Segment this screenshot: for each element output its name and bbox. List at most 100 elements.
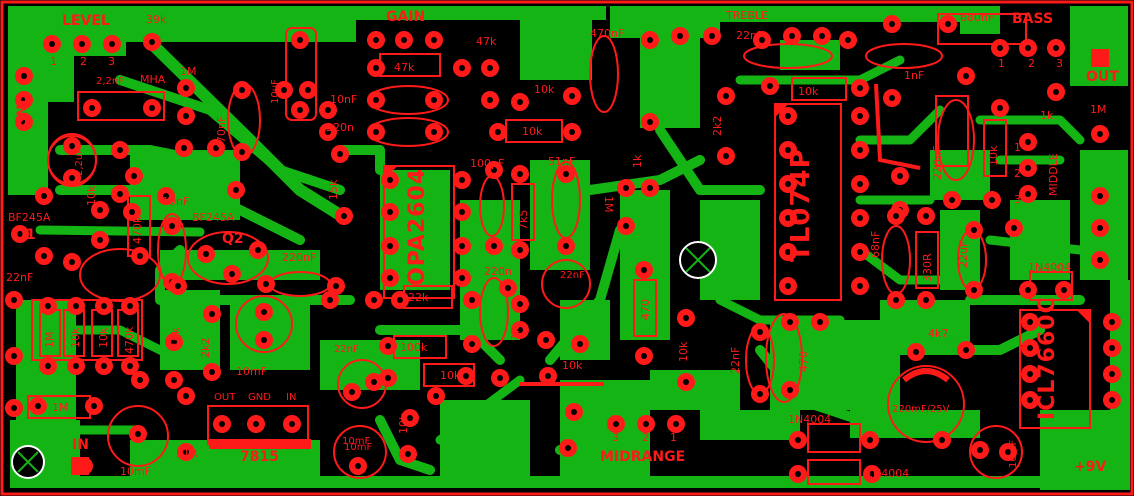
pad-drill-hole [261,309,267,315]
pad-drill-hole [137,253,143,259]
pad-drill-hole [261,337,267,343]
label-10k-l1: 10k [69,327,82,348]
pad-drill-hole [11,353,17,359]
pad-drill-hole [431,129,437,135]
icl7660-outline [1019,309,1091,429]
pad-drill-hole [997,45,1003,51]
label-10mf-e: 10mF [1008,439,1019,468]
pad-drill-hole [893,213,899,219]
pad-drill-hole [91,403,97,409]
pad-drill-hole [229,271,235,277]
pad-drill-hole [913,349,919,355]
label-10k-q: 10k [85,185,98,206]
pad-drill-hole [371,297,377,303]
pad-drill-hole [857,85,863,91]
pad-drill-hole [939,437,945,443]
pad-drill-hole [709,33,715,39]
pad-drill-hole [1097,225,1103,231]
pad-drill-hole [1005,449,1011,455]
pad-drill-hole [757,329,763,335]
label-2k2-a: 2k2 [711,115,724,136]
opa2604-outline [383,165,455,299]
label-15k: 15k [327,179,340,200]
pad-drill-hole [723,153,729,159]
pad-drill-hole [857,113,863,119]
pad-drill-hole [1097,131,1103,137]
pad-drill-hole [1025,191,1031,197]
pad-drill-hole [1061,287,1067,293]
label-1m-out: 1M [1090,103,1107,116]
pad-drill-hole [97,207,103,213]
pad-drill-hole [373,37,379,43]
pad-drill-hole [1027,319,1033,325]
pad-drill-hole [21,97,27,103]
label-2u2: 2,2uF [74,148,85,176]
pad-drill-hole [641,353,647,359]
silkscreen-layer [27,13,1091,485]
label-51r: 51R [176,447,198,460]
label-2n2: 2,2nF [96,76,124,87]
bass-pin-3: 3 [1056,57,1063,70]
pad-drill-hole [1109,397,1115,403]
mha-label: MHA [140,73,166,86]
pad-drill-hole [17,231,23,237]
pad-drill-hole [1025,139,1031,145]
label-47k-b: 47k [476,35,497,48]
pad-drill-hole [459,243,465,249]
pad-drill-hole [643,421,649,427]
label-2k2-b: 2k2 [199,337,212,358]
pad-drill-hole [183,393,189,399]
pad-drill-hole [789,33,795,39]
pad-drill-hole [117,147,123,153]
pad-drill-hole [869,471,875,477]
pad-drill-hole [129,209,135,215]
pad-drill-hole [923,213,929,219]
pad-drill-hole [203,251,209,257]
pad-drill-hole [1109,371,1115,377]
pad-drill-hole [517,99,523,105]
pad-drill-hole [97,237,103,243]
pad-drill-hole [333,283,339,289]
label-220nf-q: 220nF [282,251,317,264]
pad-drill-hole [325,129,331,135]
ic-icl7660-label: ICL7660C [1035,296,1060,420]
label-1m-top: 1M [180,65,197,78]
label-1k-b: 1k [509,326,522,340]
label-10k-b: 10k [522,125,543,138]
cap-polarity-mark [902,368,950,383]
pad-drill-hole [73,363,79,369]
label-220n-b: 220n [484,265,512,278]
pad-drill-hole [857,283,863,289]
pad-drill-hole [795,437,801,443]
pad-drill-hole [69,175,75,181]
pad-drill-hole [1025,165,1031,171]
pad-drill-hole [341,213,347,219]
label-10k-g: 10k [677,341,690,362]
pad-drill-hole [787,387,793,393]
label-7k5-a: 7k5 [517,209,530,230]
midrange-pin-1: 1 [670,431,677,444]
pad-drill-hole [69,259,75,265]
pad-drill-hole [405,451,411,457]
middle-pin-3: 3 [1014,193,1021,206]
pad-drill-hole [297,107,303,113]
treble-label: TREBLE [726,9,768,22]
pad-drill-hole [385,343,391,349]
pad-drill-hole [109,41,115,47]
pad-drill-hole [387,275,393,281]
pad-drill-hole [819,33,825,39]
q1-label: Q1 [14,227,36,243]
pad-drill-hole [101,303,107,309]
pad-drill-hole [997,105,1003,111]
pad-drill-hole [1025,287,1031,293]
pad-drill-hole [459,209,465,215]
supply-label: +9V [1074,459,1107,475]
pad-drill-hole [495,129,501,135]
pad-drill-hole [491,243,497,249]
label-470-b: 470 [797,351,810,372]
label-10mf-b: 10mF [342,436,371,447]
label-10k-a: 10k [534,83,555,96]
pad-drill-hole [385,375,391,381]
